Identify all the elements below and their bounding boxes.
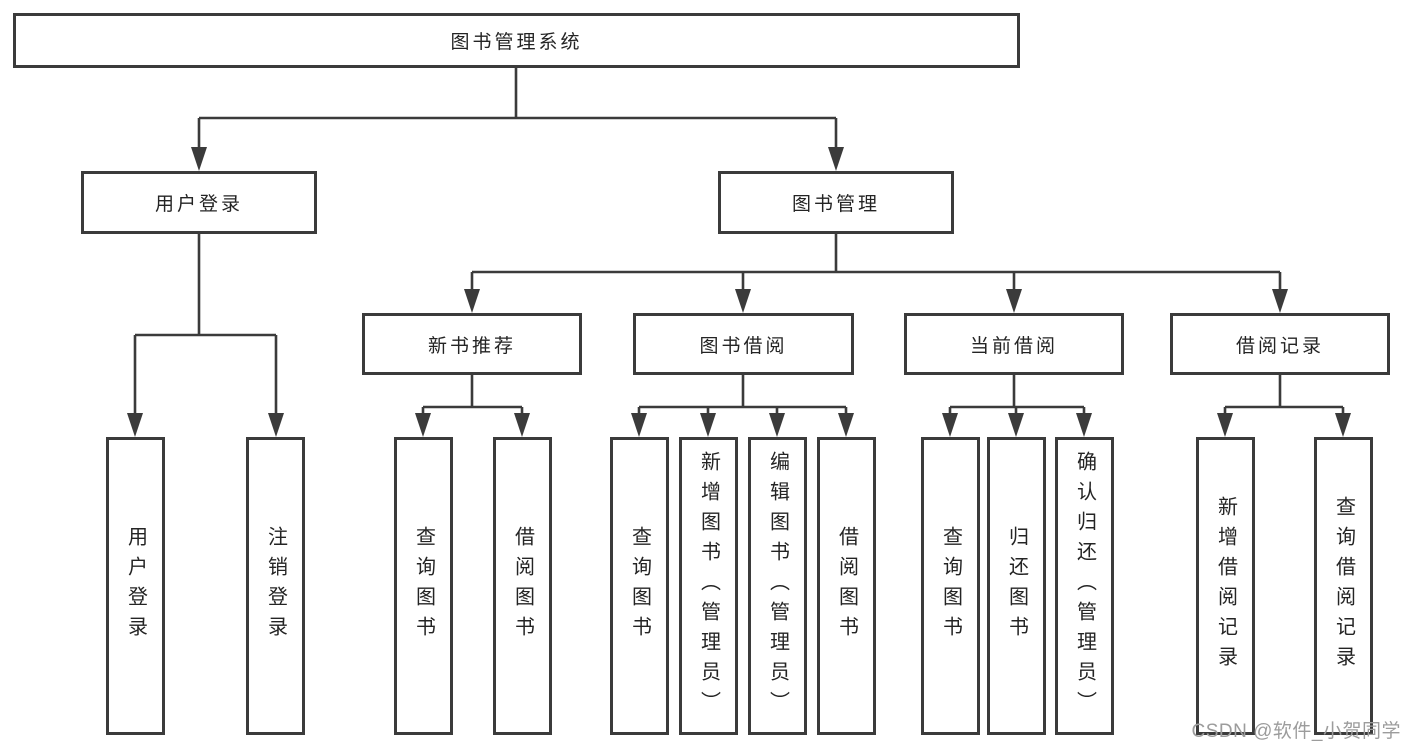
node-library-management-system: 图书管理系统 (13, 13, 1020, 68)
node-label: 归还图书 (1005, 526, 1028, 646)
leaf-query-books-recommend: 查询图书 (394, 437, 453, 735)
leaf-add-borrow-record: 新增借阅记录 (1196, 437, 1255, 735)
leaf-edit-books-admin: 编辑图书（管理员） (748, 437, 807, 735)
leaf-borrow-books-recommend: 借阅图书 (493, 437, 552, 735)
node-label: 新增图书（管理员） (697, 451, 720, 721)
node-book-management: 图书管理 (718, 171, 954, 234)
node-label: 确认归还（管理员） (1073, 451, 1096, 721)
leaf-query-books-borrow: 查询图书 (610, 437, 669, 735)
node-label: 用户登录 (124, 526, 147, 646)
node-label: 查询图书 (628, 526, 651, 646)
node-label: 新书推荐 (427, 335, 516, 357)
node-book-borrowing: 图书借阅 (633, 313, 854, 375)
watermark-text: CSDN @软件_小贺同学 (1191, 721, 1401, 742)
leaf-add-books-admin: 新增图书（管理员） (679, 437, 738, 735)
leaf-return-books: 归还图书 (987, 437, 1046, 735)
leaf-user-login: 用户登录 (106, 437, 165, 735)
node-label: 编辑图书（管理员） (766, 451, 789, 721)
leaf-confirm-return-admin: 确认归还（管理员） (1055, 437, 1114, 735)
leaf-query-borrow-record: 查询借阅记录 (1314, 437, 1373, 735)
node-label: 借阅记录 (1235, 335, 1324, 357)
node-label: 当前借阅 (969, 335, 1058, 357)
leaf-borrow-books: 借阅图书 (817, 437, 876, 735)
leaf-logout: 注销登录 (246, 437, 305, 735)
node-label: 用户登录 (154, 194, 243, 215)
node-new-book-recommend: 新书推荐 (362, 313, 582, 375)
node-label: 借阅图书 (835, 526, 858, 646)
node-label: 新增借阅记录 (1214, 496, 1237, 676)
node-label: 图书借阅 (699, 335, 788, 357)
node-label: 图书管理 (791, 194, 880, 215)
node-user-login-group: 用户登录 (81, 171, 317, 234)
node-borrowing-records: 借阅记录 (1170, 313, 1390, 375)
node-label: 查询图书 (939, 526, 962, 646)
node-label: 查询图书 (412, 526, 435, 646)
node-label: 图书管理系统 (450, 32, 583, 53)
node-label: 查询借阅记录 (1332, 496, 1355, 676)
leaf-query-books-current: 查询图书 (921, 437, 980, 735)
node-label: 借阅图书 (511, 526, 534, 646)
node-label: 注销登录 (264, 526, 287, 646)
node-current-borrowing: 当前借阅 (904, 313, 1124, 375)
